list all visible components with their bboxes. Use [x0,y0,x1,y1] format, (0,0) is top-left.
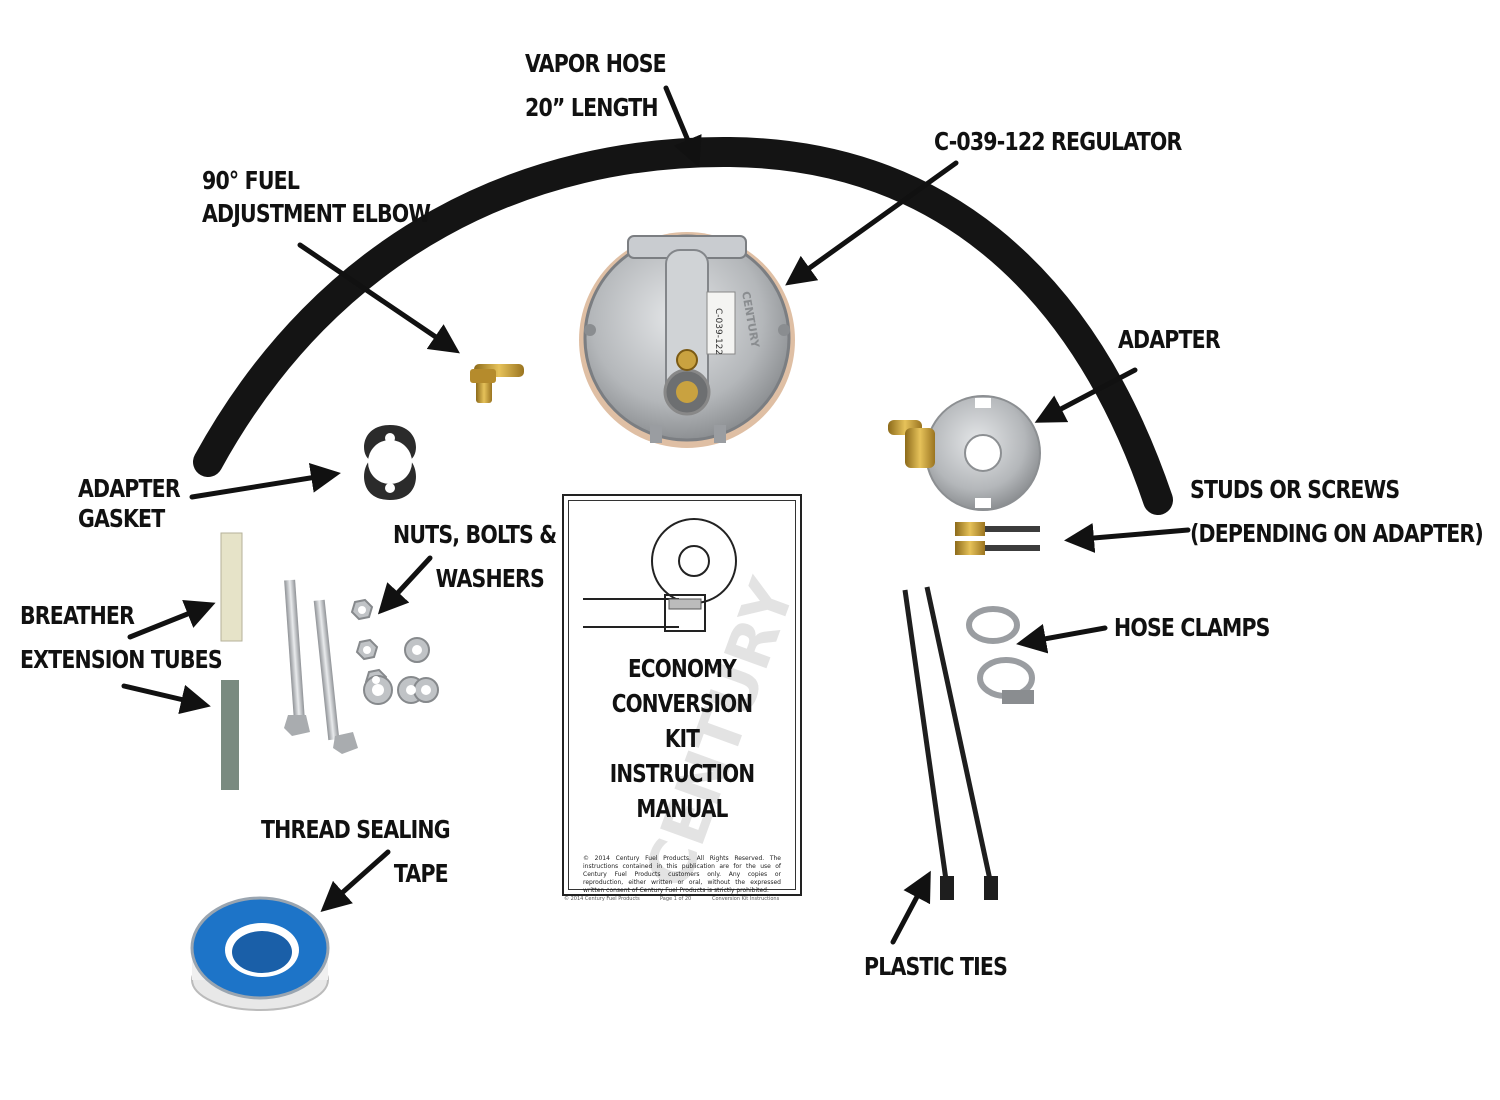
regulator-body [579,232,795,448]
breather-tube-light [220,532,243,642]
breather-tube-dark [221,680,239,790]
adapter-gasket-part [364,425,416,500]
manual-footer-right: Conversion Kit Instructions [712,896,780,902]
label-plastic-ties: PLASTIC TIES [864,952,1008,981]
arrow-thread-tape [320,849,391,912]
fuel-elbow [470,364,524,403]
arrow-adapter [1034,367,1138,423]
bolts [284,579,358,754]
manual-border: CENTURY ECONOMY CONVERSION KIT INSTRUCTI… [568,500,809,897]
manual-footer-left: © 2014 Century Fuel Products [564,896,640,902]
plastic-ties [902,586,998,900]
manual-footer-mid: Page 1 of 20 [660,896,692,902]
arrow-breather-bottom [121,683,211,715]
arrow-nuts [377,555,433,615]
manual-adapter-drawing [583,518,737,632]
arrow-studs [1064,523,1191,553]
thread-tape-roll [190,896,330,1011]
arrow-hose-clamps [1016,623,1108,654]
label-studs: STUDS OR SCREWS(DEPENDING ON ADAPTER) [1190,475,1484,548]
arrow-vapor-hose [663,85,702,168]
arrow-plastic-ties [890,870,931,945]
arrow-breather-top [127,599,216,640]
manual-copyright: © 2014 Century Fuel Products. All Rights… [583,855,781,894]
regulator-stamp: C-039-122 [713,308,723,355]
vapor-hose [193,136,1173,515]
instruction-manual: CENTURY ECONOMY CONVERSION KIT INSTRUCTI… [562,494,809,897]
manual-title: ECONOMY CONVERSION KIT INSTRUCTION MANUA… [609,654,755,823]
label-adapter: ADAPTER [1118,325,1221,354]
label-hose-clamps: HOSE CLAMPS [1114,613,1270,642]
label-regulator: C-039-122 REGULATOR [934,127,1182,156]
hose-clamps [966,606,1035,699]
studs [955,522,1040,555]
arrow-adapter-gasket [189,463,341,500]
arrow-regulator [785,160,959,286]
arrow-elbow [297,242,460,354]
adapter-part [888,395,1041,511]
label-nuts-bolts: NUTS, BOLTS &WASHERS [393,520,557,593]
